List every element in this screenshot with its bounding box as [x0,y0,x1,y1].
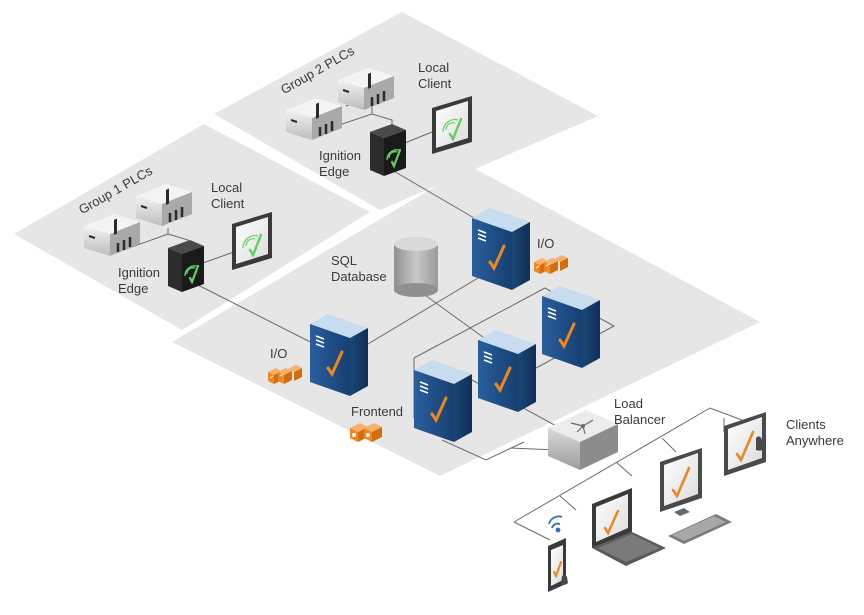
wifi-icon [548,515,563,533]
io-server-left-icon [308,312,370,398]
group2-ignition-edge-icon [368,122,408,178]
group1-ignition-edge-icon [166,238,206,294]
group1-local-client-label: Local Client [211,180,245,211]
frontend-server-3-icon [540,284,602,370]
group2-local-client-label: Local Client [418,60,452,91]
group1-platform [14,124,370,330]
group2-ignition-edge-label: Ignition Edge [319,148,361,179]
frontend-label: Frontend [351,404,404,419]
touch-hand-icon [756,436,764,451]
sql-database-icon [394,237,438,297]
clients-anywhere-label: Clients Anywhere [786,417,844,448]
desktop-icon [658,446,732,544]
server-platform [172,166,760,476]
sql-database-label: SQL Database [331,253,387,284]
laptop-icon [592,488,666,566]
io-top-label: I/O [537,236,555,251]
group2-platform [214,12,598,210]
group1-ignition-edge-label: Ignition Edge [118,265,160,296]
load-balancer-label: Load Balancer [614,396,666,427]
load-balancer-icon [548,410,618,470]
frontend-server-1-icon [412,358,474,444]
phone-icon [548,538,568,592]
io-left-label: I/O [270,346,288,361]
frontend-server-2-icon [476,328,538,414]
frontend-module-icon [350,423,382,442]
io-server-top-icon [470,206,532,292]
